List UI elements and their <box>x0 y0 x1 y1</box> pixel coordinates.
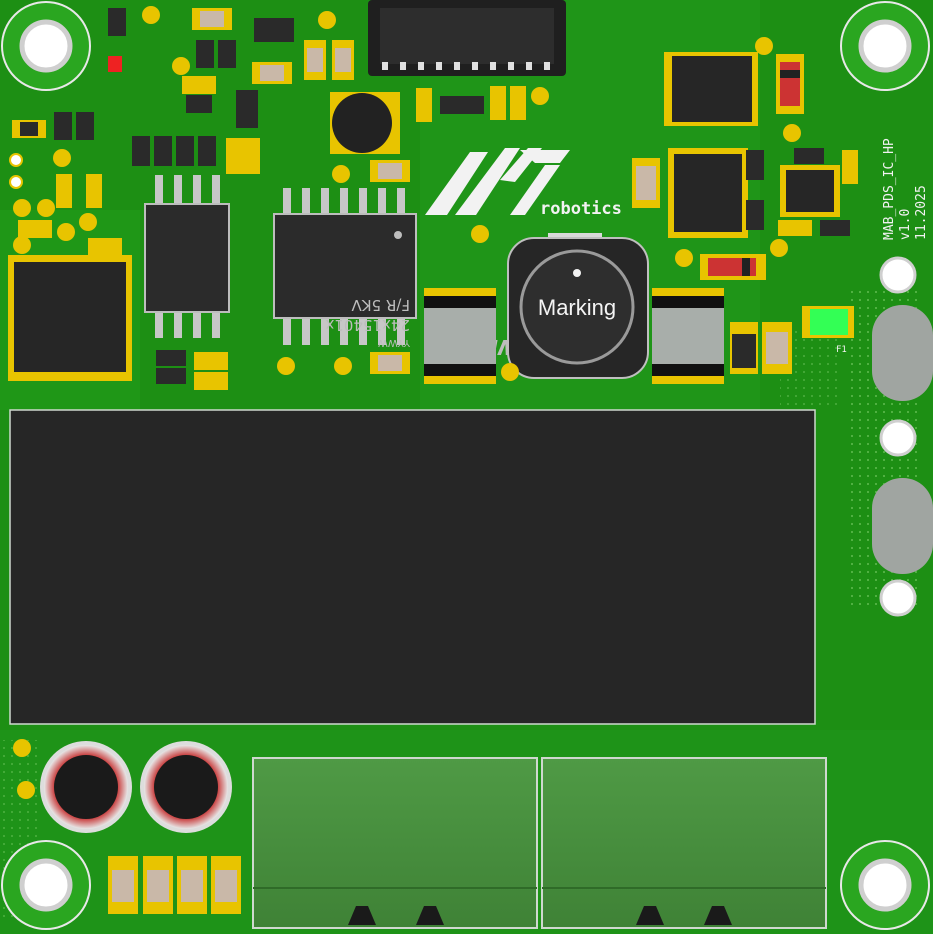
board-date: 11.2025 <box>914 185 929 240</box>
main-inductor: Marking <box>507 233 649 379</box>
mab-logo-icon <box>425 148 570 215</box>
small-round-inductor <box>330 92 400 154</box>
power-module <box>9 409 816 725</box>
coil-left <box>424 288 496 384</box>
mounting-hole-top-right <box>840 1 930 91</box>
diode-mid-right <box>700 254 766 280</box>
mounting-hole-bottom-left <box>1 840 91 930</box>
ic-top-right-1 <box>664 52 758 126</box>
fuse-f1: F1 <box>802 306 854 355</box>
isolator-marking-line1: F/R 5KV <box>351 296 410 314</box>
ic-top-right-2 <box>668 148 748 238</box>
inductor-marking: Marking <box>538 295 616 320</box>
board-name: MAB_PDS_IC_HP <box>882 138 897 240</box>
white-vias <box>9 153 23 189</box>
mounting-hole-bottom-right <box>840 840 930 930</box>
capacitor-left <box>40 741 132 833</box>
isolator-marking-line2: 24x15401x <box>325 316 410 334</box>
diode-top-right <box>776 54 804 114</box>
mounting-hole-top-left <box>1 1 91 91</box>
coil-right <box>652 288 724 384</box>
terminal-block-left <box>252 757 538 929</box>
board-version: v1.0 <box>898 209 913 240</box>
capacitor-right <box>140 741 232 833</box>
test-pads <box>13 6 801 799</box>
fuse-label: F1 <box>836 345 847 355</box>
side-connector <box>872 256 933 617</box>
left-power-ic <box>8 255 132 381</box>
isolator-marking-line3: YYWW <box>378 337 411 348</box>
soic-chip-left <box>144 175 230 338</box>
terminal-block-right <box>541 757 827 929</box>
brand-text: robotics <box>540 199 622 219</box>
small-passives <box>12 8 858 390</box>
board-silkscreen-label: MAB_PDS_IC_HP v1.0 11.2025 <box>882 138 929 240</box>
bottom-capacitors <box>108 856 241 914</box>
top-connector <box>368 0 566 76</box>
qfn-chip <box>780 165 840 217</box>
